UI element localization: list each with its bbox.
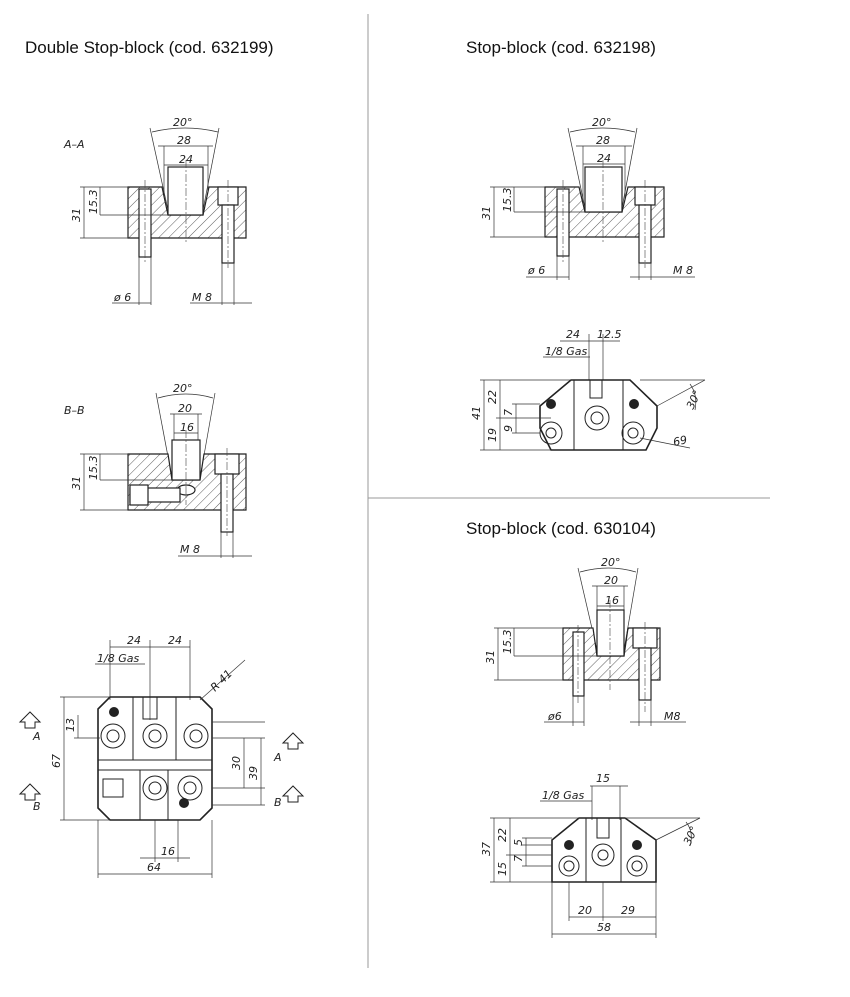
dim-angle-20: 20° xyxy=(173,382,193,395)
dim-24: 24 xyxy=(597,152,611,165)
dim-r41: R 41 xyxy=(208,667,235,694)
dim-15-height: 15 xyxy=(496,862,509,876)
dim-15-3: 15.3 xyxy=(87,190,100,215)
title-stop-block-630104: Stop-block (cod. 630104) xyxy=(466,519,656,538)
double-section-aa: A–A 20° 28 24 31 15.3 xyxy=(63,116,252,305)
dim-67: 67 xyxy=(50,754,63,768)
dim-15: 15 xyxy=(596,772,610,785)
title-stop-block-632198: Stop-block (cod. 632198) xyxy=(466,38,656,57)
double-section-bb: B–B 20° 20 16 31 15.3 M 8 xyxy=(64,382,252,558)
dim-screw-m8: M8 xyxy=(664,710,681,723)
dim-39: 39 xyxy=(247,766,260,780)
section-arrow-b-left: B xyxy=(33,800,41,813)
dim-16: 16 xyxy=(605,594,619,607)
dim-7: 7 xyxy=(502,409,515,416)
dim-19: 19 xyxy=(486,428,499,442)
dim-angle-20: 20° xyxy=(592,116,612,129)
dim-gas: 1/8 Gas xyxy=(542,789,584,802)
dim-41: 41 xyxy=(470,406,483,420)
dim-16: 16 xyxy=(161,845,175,858)
dim-screw-m8: M 8 xyxy=(192,291,212,304)
dim-58: 58 xyxy=(597,921,611,934)
dim-20: 20 xyxy=(178,402,192,415)
dim-31: 31 xyxy=(480,206,493,220)
dim-angle-20: 20° xyxy=(173,116,193,129)
section-arrow-a-left: A xyxy=(32,730,41,743)
dim-24-right: 24 xyxy=(168,634,182,647)
dim-37: 37 xyxy=(480,842,493,856)
dim-pin-6: ø 6 xyxy=(527,264,545,277)
dim-7: 7 xyxy=(512,855,525,862)
dim-22: 22 xyxy=(496,828,509,842)
dim-30: 30 xyxy=(230,756,243,770)
dim-15-3: 15.3 xyxy=(87,456,100,481)
dim-pin-6: ø6 xyxy=(547,710,562,723)
dim-12-5: 12.5 xyxy=(597,328,622,341)
dim-22: 22 xyxy=(486,390,499,404)
dim-31: 31 xyxy=(484,650,497,664)
dim-15-3: 15.3 xyxy=(501,188,514,213)
dim-69: 69 xyxy=(672,433,688,449)
title-double-stop-block: Double Stop-block (cod. 632199) xyxy=(25,38,274,57)
dim-gas: 1/8 Gas xyxy=(545,345,587,358)
dim-angle-30: 30° xyxy=(684,388,704,411)
dim-16: 16 xyxy=(180,421,194,434)
dim-screw-m8: M 8 xyxy=(673,264,693,277)
dim-31: 31 xyxy=(70,476,83,490)
dim-9: 9 xyxy=(502,425,515,432)
dim-28: 28 xyxy=(596,134,610,147)
dim-20: 20 xyxy=(578,904,592,917)
dim-24: 24 xyxy=(179,153,193,166)
double-plan-view: 24 24 1/8 Gas R 41 67 13 xyxy=(18,634,305,878)
compact-plan-view: 15 1/8 Gas 37 22 15 5 7 30° xyxy=(480,772,701,938)
dim-29: 29 xyxy=(621,904,635,917)
dim-64: 64 xyxy=(147,861,161,874)
dim-24: 24 xyxy=(566,328,580,341)
dim-24-left: 24 xyxy=(127,634,141,647)
dim-13: 13 xyxy=(64,718,77,732)
dim-angle-20: 20° xyxy=(601,556,621,569)
dim-31: 31 xyxy=(70,208,83,222)
compact-section: 20° 20 16 31 15.3 ø6 M8 xyxy=(484,556,686,726)
dim-angle-30: 30° xyxy=(681,824,701,847)
single-section: 20° 28 24 31 15.3 ø 6 M 8 xyxy=(480,116,695,280)
dim-20: 20 xyxy=(604,574,618,587)
dim-gas: 1/8 Gas xyxy=(97,652,139,665)
single-plan-view: 24 12.5 1/8 Gas 41 22 19 7 9 30° xyxy=(470,328,706,451)
dim-15-3: 15.3 xyxy=(501,630,514,655)
dim-5: 5 xyxy=(512,839,525,846)
dim-pin-6: ø 6 xyxy=(113,291,131,304)
label-section-bb: B–B xyxy=(64,404,85,417)
label-section-aa: A–A xyxy=(63,138,85,151)
section-arrow-a-right: A xyxy=(273,751,282,764)
dim-screw-m8: M 8 xyxy=(180,543,200,556)
dim-28: 28 xyxy=(177,134,191,147)
section-arrow-b-right: B xyxy=(274,796,282,809)
